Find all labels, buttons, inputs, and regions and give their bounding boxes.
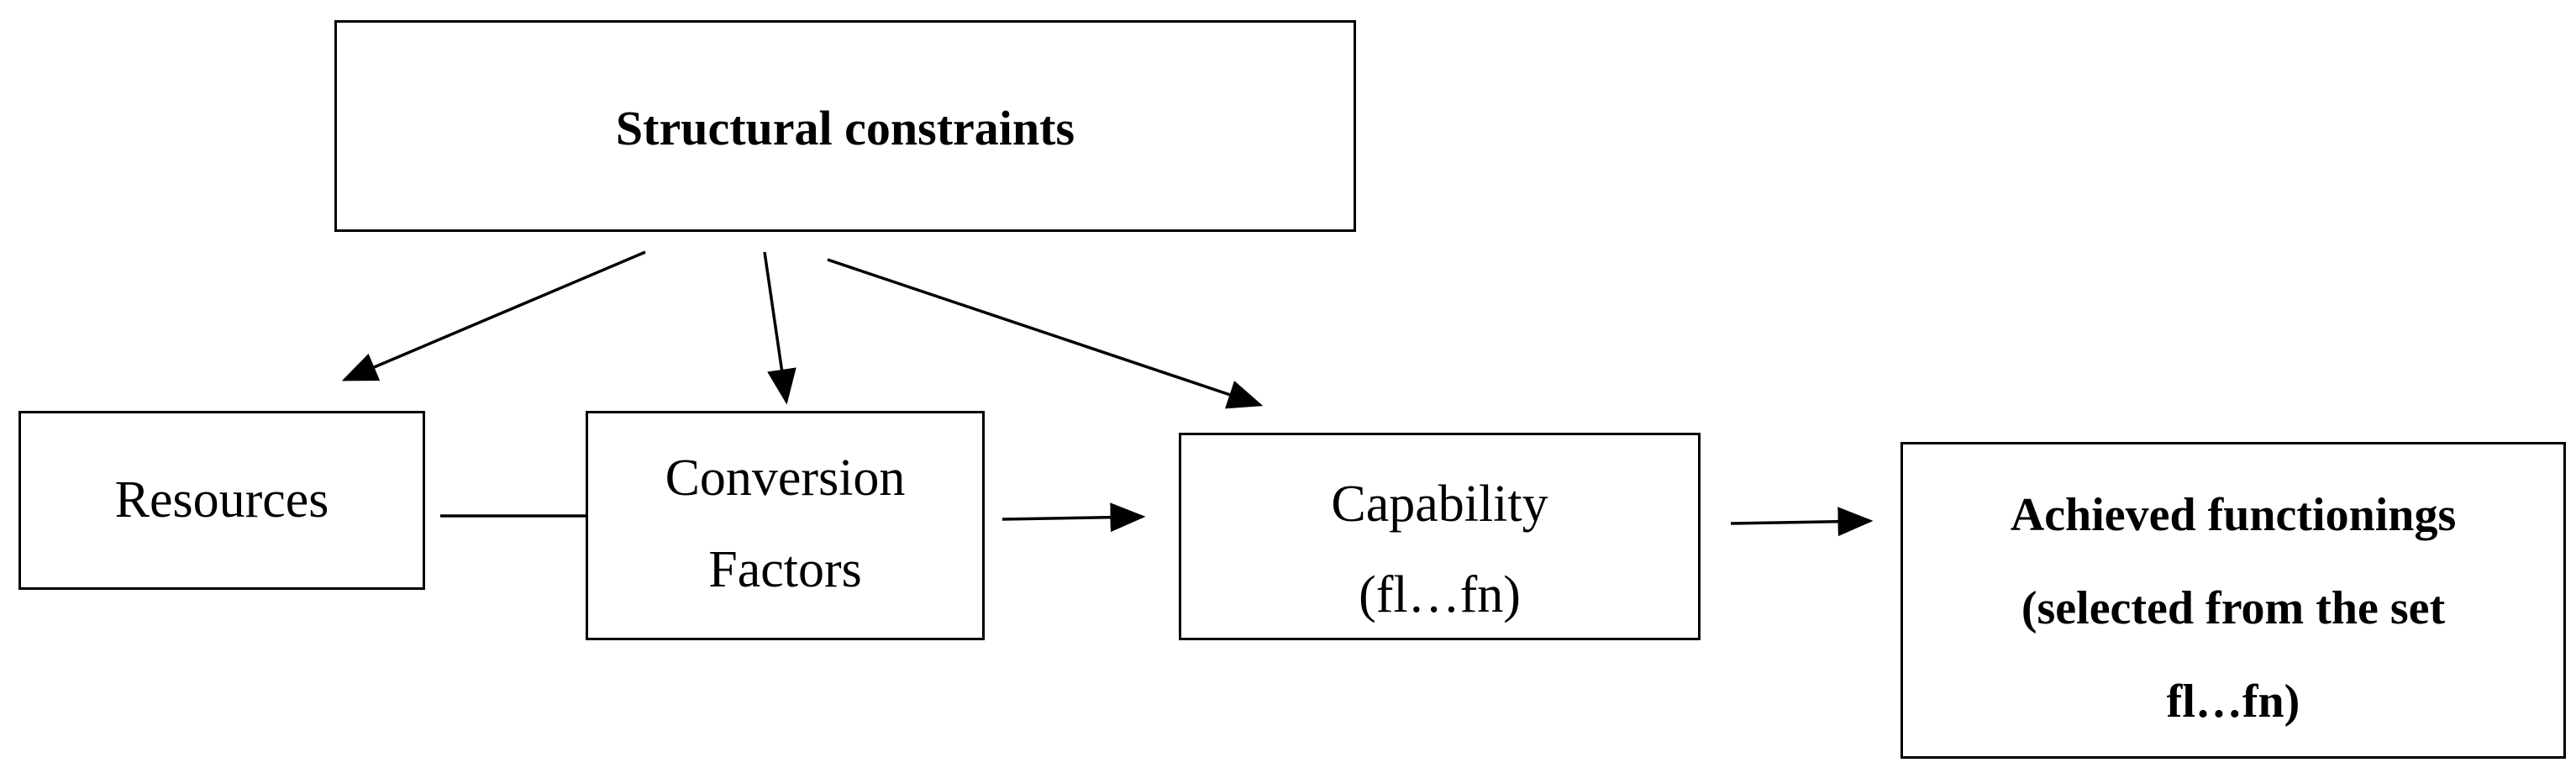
arrow-capability-to-achieved xyxy=(1730,507,1874,537)
resources-label: Resources xyxy=(114,471,329,528)
arrow-structural-to-capability xyxy=(827,258,1264,409)
capability-label-line1: Capability xyxy=(1331,476,1548,533)
capability-box: Capability (fl…fn) xyxy=(1179,433,1701,640)
structural-constraints-box: Structural constraints xyxy=(334,20,1356,232)
achieved-functionings-label-line2: (selected from the set xyxy=(2021,582,2446,634)
arrow-structural-to-conversion xyxy=(763,251,796,405)
achieved-functionings-label-line1: Achieved functionings xyxy=(2010,489,2457,541)
conversion-factors-label-line2: Factors xyxy=(708,541,862,598)
capability-label-line2: (fl…fn) xyxy=(1359,566,1521,623)
arrow-conversion-to-capability xyxy=(1001,502,1146,533)
resources-box: Resources xyxy=(18,411,425,590)
achieved-functionings-box: Achieved functionings (selected from the… xyxy=(1900,442,2566,759)
structural-constraints-label: Structural constraints xyxy=(615,101,1075,155)
achieved-functionings-label-line3: fl…fn) xyxy=(2166,676,2300,728)
conversion-factors-box: Conversion Factors xyxy=(586,411,985,640)
arrow-structural-to-resources xyxy=(341,250,646,381)
conversion-factors-label-line1: Conversion xyxy=(665,450,906,507)
